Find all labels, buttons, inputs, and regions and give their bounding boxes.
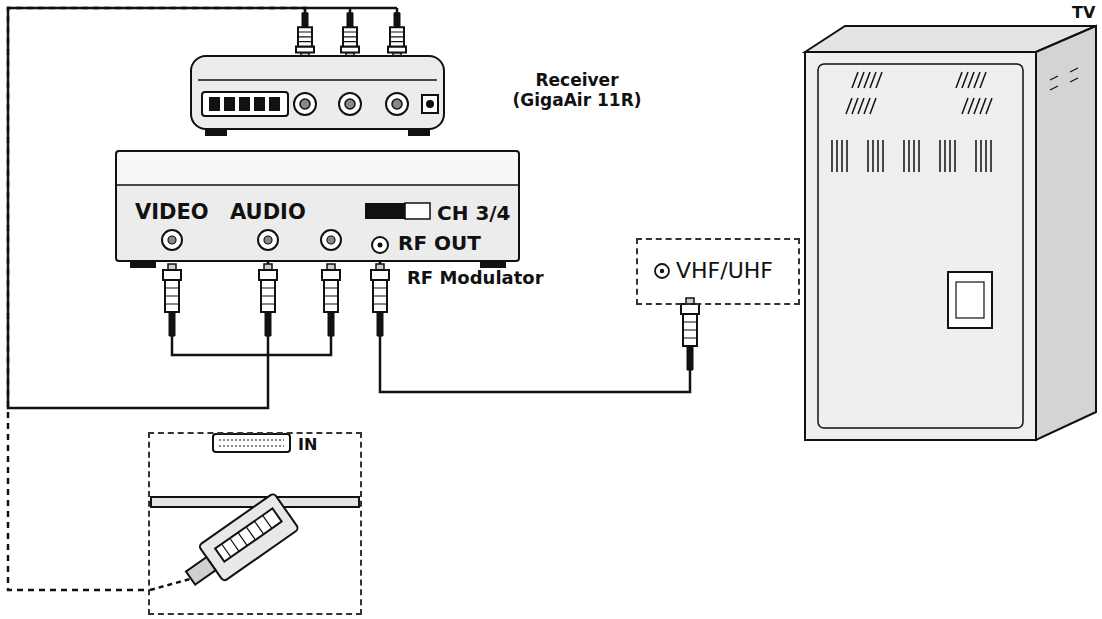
rf-modulator-device xyxy=(115,150,520,268)
port-label: IN xyxy=(298,436,317,454)
antenna-input-box: VHF/UHF xyxy=(636,238,800,305)
port-label: VHF/UHF xyxy=(676,258,773,283)
receiver-device xyxy=(190,55,445,136)
port-label: AUDIO xyxy=(230,200,306,224)
antenna-jack-symbol xyxy=(655,264,669,278)
cable-connector xyxy=(380,262,690,392)
cable-wires xyxy=(172,8,397,355)
switch-label: CH 3/4 xyxy=(437,202,511,225)
tv-box: TV xyxy=(800,0,1100,445)
scart-input-box: IN xyxy=(148,432,362,615)
rca-plug xyxy=(163,13,406,336)
port-label: RF OUT xyxy=(398,232,481,255)
scart-connector xyxy=(150,434,359,596)
modulator-box: RF ModulatorVIDEOAUDIOCH 3/4RF OUT xyxy=(115,150,520,262)
port-label: VIDEO xyxy=(135,200,209,224)
device-label: RF Modulator xyxy=(407,268,544,289)
rf-plug xyxy=(371,264,699,370)
tv-set xyxy=(805,26,1096,440)
device-label: Receiver (GigaAir 11R) xyxy=(502,71,652,110)
device-label: TV xyxy=(1072,4,1095,22)
receiver-box: Receiver (GigaAir 11R) xyxy=(190,55,445,130)
